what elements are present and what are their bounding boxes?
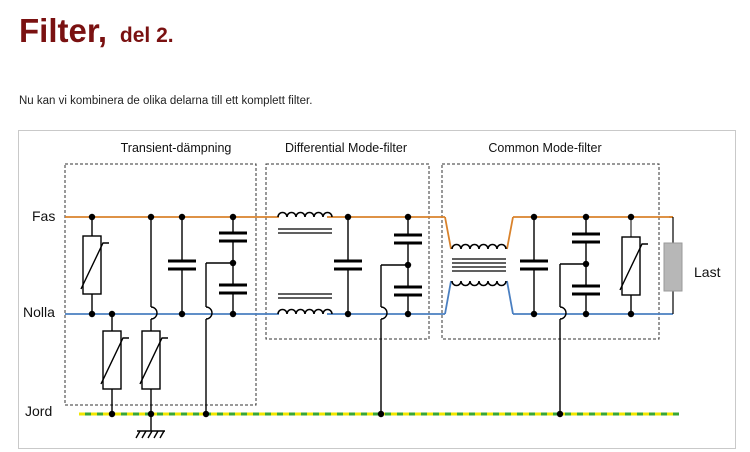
fas-line <box>65 216 673 250</box>
filter-schematic: Transient-dämpning Differential Mode-fil… <box>23 141 721 439</box>
varistor-fas-nolla <box>80 217 109 314</box>
dm-choke-nolla <box>277 293 333 315</box>
x-capacitor-common <box>518 217 550 314</box>
common-section-box <box>441 163 660 340</box>
varistor-nolla-jord <box>100 314 129 414</box>
page-title-main: Filter, <box>19 12 108 49</box>
nolla-label: Nolla <box>23 304 55 320</box>
load-label: Last <box>694 264 721 280</box>
common-heading: Common Mode-filter <box>488 141 601 155</box>
x-capacitor-transient <box>166 217 198 314</box>
varistor-fas-jord <box>139 217 168 414</box>
differential-section-box <box>265 163 430 340</box>
transient-section-box <box>64 163 257 406</box>
x-capacitor-differential <box>332 217 364 314</box>
cm-choke <box>451 243 507 287</box>
page-title: Filter, del 2. <box>19 14 174 47</box>
page-title-sub: del 2. <box>119 24 174 47</box>
junction-dots <box>88 213 635 418</box>
fas-label: Fas <box>32 208 55 224</box>
varistor-common <box>619 217 648 314</box>
y-capacitors-differential <box>380 217 424 414</box>
load-block <box>663 216 683 314</box>
y-capacitors-transient <box>205 217 249 414</box>
differential-heading: Differential Mode-filter <box>285 141 407 155</box>
filter-diagram: Transient-dämpning Differential Mode-fil… <box>18 130 736 449</box>
y-capacitors-common <box>559 217 602 414</box>
jord-label: Jord <box>25 403 52 419</box>
transient-heading: Transient-dämpning <box>121 141 232 155</box>
intro-text: Nu kan vi kombinera de olika delarna til… <box>19 95 313 107</box>
dm-choke-fas <box>277 211 333 234</box>
ground-symbol <box>135 414 165 439</box>
